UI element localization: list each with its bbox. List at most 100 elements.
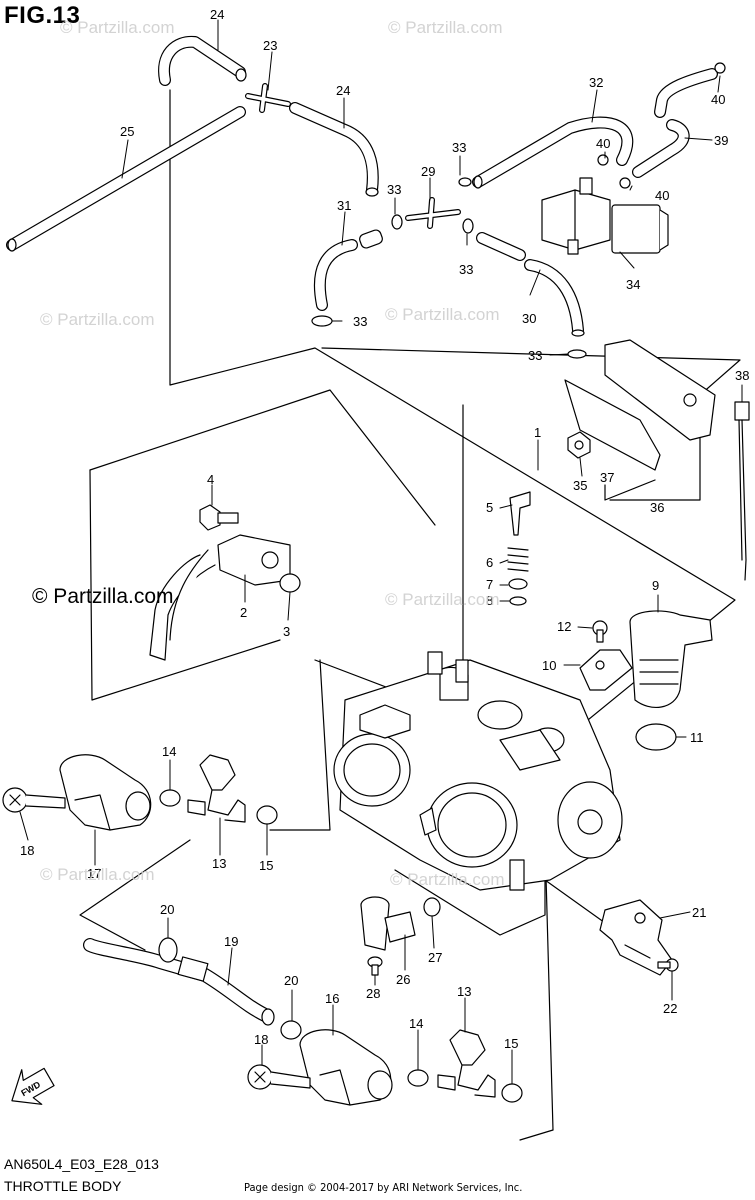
diagram-title: THROTTLE BODY [4,1178,122,1194]
joint-23 [245,83,291,113]
callout-11: 11 [690,730,704,745]
callout-13b: 13 [457,984,471,999]
sensor-9 [629,610,713,708]
hose-31 [313,239,358,311]
washer-35 [567,431,591,459]
joint-29 [405,197,461,229]
callout-18a: 18 [20,843,34,858]
bolt-18b [247,1064,311,1090]
callout-29: 29 [421,164,435,179]
hose-30 [476,232,585,337]
clamp-33 [311,177,587,359]
callout-12: 12 [557,619,571,634]
o-ring-14a [159,789,181,807]
watermark-faint-3: © Partzilla.com [40,310,155,329]
callout-24b: 24 [336,83,350,98]
callout-7: 7 [486,577,493,592]
callout-20b: 20 [284,973,298,988]
callout-6: 6 [486,555,493,570]
callout-9: 9 [652,578,659,593]
callout-38: 38 [735,368,749,383]
callout-17: 17 [87,866,101,881]
callout-22: 22 [663,1001,677,1016]
callout-33b: 33 [387,182,401,197]
watermark-faint-2: © Partzilla.com [388,18,503,37]
fuel-hose-19 [83,938,275,1026]
callout-19: 19 [224,934,238,949]
watermark-faint-6: © Partzilla.com [40,865,155,884]
callout-40a: 40 [711,92,725,107]
throttle-body [333,651,623,891]
hose-24-right [289,102,379,197]
callout-31: 31 [337,198,351,213]
screw-5 [509,491,531,536]
callout-21: 21 [692,905,706,920]
cable-tie-38 [734,401,750,581]
watermark-faint-7: © Partzilla.com [390,870,505,889]
callout-33d: 33 [353,314,367,329]
callout-36: 36 [650,500,664,515]
hose-24-left [158,35,247,86]
spring-6 [507,547,529,572]
callout-25: 25 [120,124,134,139]
callout-33e: 33 [528,348,542,363]
injector-17 [59,754,152,831]
hose-32 [472,116,634,189]
callout-1: 1 [534,425,541,440]
callout-15a: 15 [259,858,273,873]
watermark-faint-5: © Partzilla.com [385,590,500,609]
callout-26: 26 [396,972,410,987]
injector-13a [187,754,246,823]
callout-40b: 40 [596,136,610,151]
callout-5: 5 [486,500,493,515]
watermark-faint-4: © Partzilla.com [385,305,500,324]
callout-23: 23 [263,38,277,53]
injector-16 [299,1029,393,1106]
callout-10: 10 [542,658,556,673]
plate-10 [579,649,633,691]
solenoid-valve-34 [541,177,669,255]
callout-14b: 14 [409,1016,423,1031]
model-code: AN650L4_E03_E28_013 [4,1156,159,1172]
callout-28: 28 [366,986,380,1001]
callouts: 1 2 3 4 5 6 7 8 9 10 11 12 13 13 14 14 1… [19,7,749,1098]
callout-37: 37 [600,470,614,485]
callout-13a: 13 [212,856,226,871]
callout-20a: 20 [160,902,174,917]
figure-title: FIG.13 [4,2,81,29]
callout-8: 8 [486,593,493,608]
washer-7 [508,578,528,590]
callout-4: 4 [207,472,214,487]
callout-3: 3 [283,624,290,639]
o-ring-3 [279,573,301,593]
injector-13b [437,1029,496,1098]
watermark: © Partzilla.com [32,585,174,608]
callout-27: 27 [428,950,442,965]
clamp-20b [280,1020,302,1040]
callout-30: 30 [522,311,536,326]
bracket-36 [564,339,716,471]
watermark-faint-1: © Partzilla.com [60,18,175,37]
callout-32: 32 [589,75,603,90]
o-ring-8 [509,596,527,606]
callout-33a: 33 [452,140,466,155]
bolt-22 [657,958,679,972]
callout-33c: 33 [459,262,473,277]
o-ring-11 [635,723,677,751]
callout-24a: 24 [210,7,224,22]
callout-18b: 18 [254,1032,268,1047]
screw-12 [592,620,608,643]
leader-lines [19,19,743,1085]
fwd-arrow-icon [11,1067,55,1105]
sensor-2 [149,534,291,661]
bolt-28 [367,956,383,976]
callout-34: 34 [626,277,640,292]
hose-39-upper [654,68,718,118]
bolt-18a [2,787,66,813]
o-ring-15b [501,1083,523,1103]
clamp-20a [158,937,178,963]
elbow-26 [360,896,416,951]
o-ring-14b [407,1069,429,1087]
hose-25 [6,106,246,252]
callout-2: 2 [240,605,247,620]
